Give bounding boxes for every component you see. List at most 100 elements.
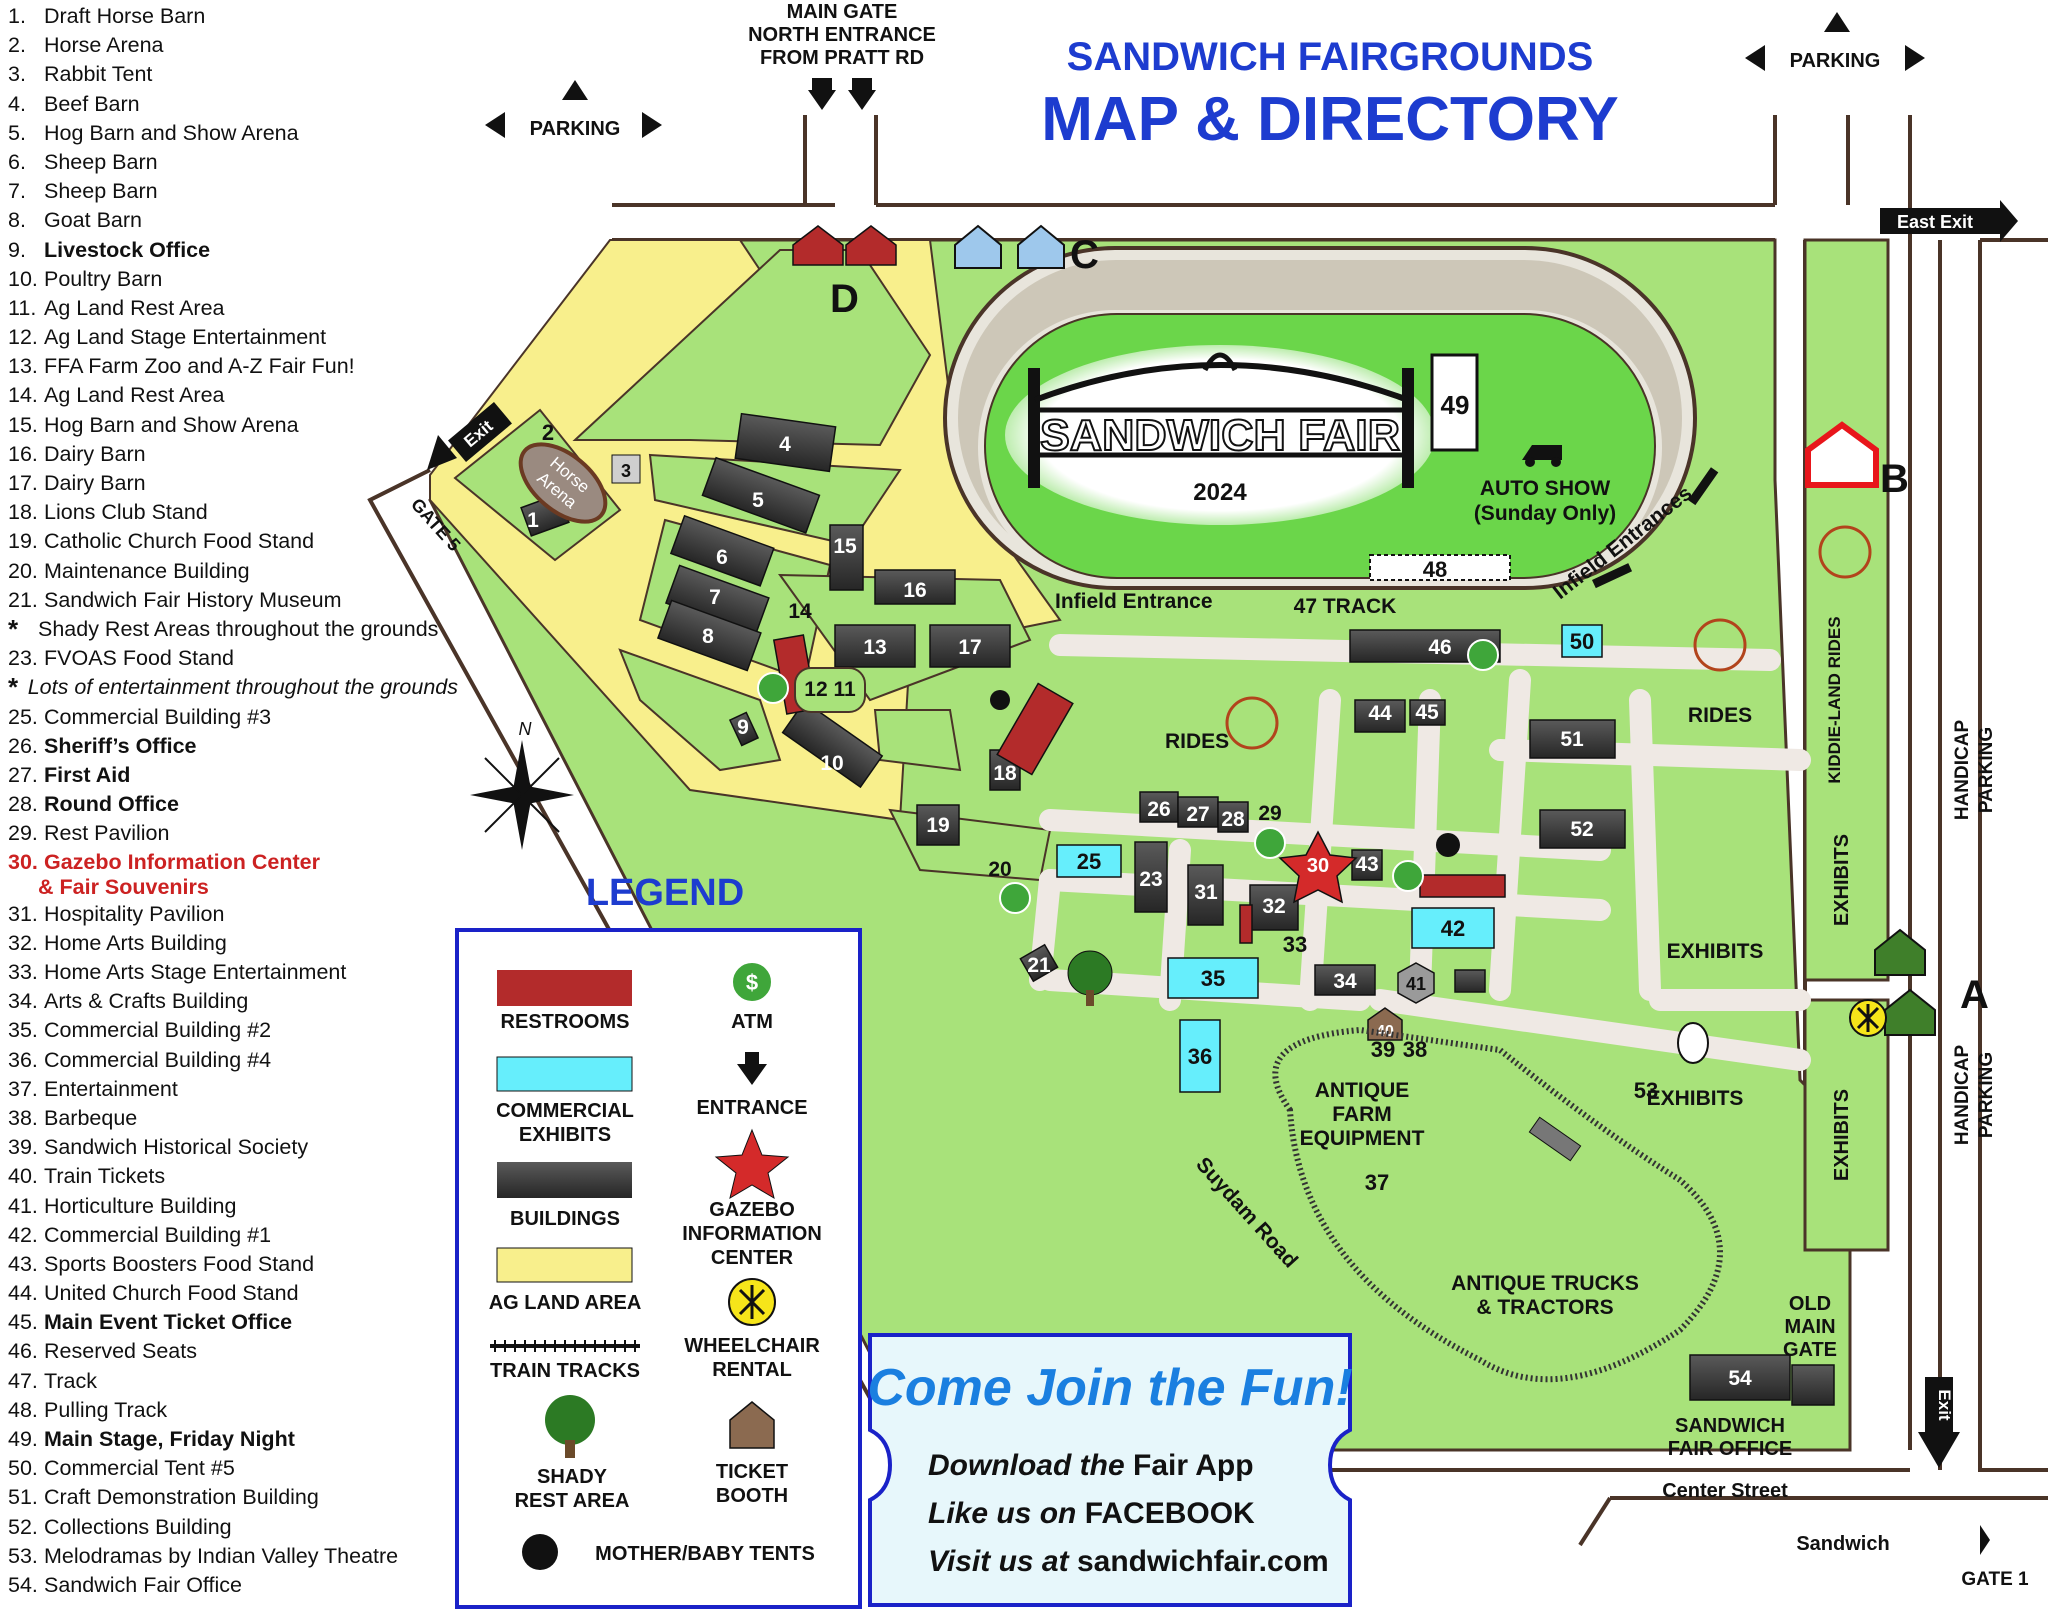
directory-number: 10. <box>8 266 38 291</box>
building-41 <box>1397 962 1435 1004</box>
directory-label: United Church Food Stand <box>44 1281 299 1306</box>
directory-number: * <box>8 672 19 703</box>
sign-name: SANDWICH FAIR <box>1040 411 1400 460</box>
directory-label: Sports Boosters Food Stand <box>44 1251 315 1276</box>
legend-restrooms: RESTROOMS <box>501 1011 630 1033</box>
directory-item: 26.Sheriff’s Office <box>8 732 458 761</box>
directory-item: 36.Commercial Building #4 <box>8 1046 458 1075</box>
directory-label: Rabbit Tent <box>44 62 153 87</box>
svg-text:50: 50 <box>1570 629 1594 654</box>
svg-text:52: 52 <box>1570 818 1593 841</box>
directory-number: 49. <box>8 1427 38 1451</box>
directory-item: 31.Hospitality Pavilion <box>8 900 458 929</box>
directory-item: 1.Draft Horse Barn <box>8 2 458 31</box>
directory-number: 43. <box>8 1251 38 1276</box>
handicap-parking-1a: HANDICAP <box>1952 720 1973 821</box>
antique-farm-1: ANTIQUE <box>1315 1079 1410 1102</box>
directory-number: 27. <box>8 762 38 787</box>
directory-number: 4. <box>8 91 26 116</box>
directory-number: 42. <box>8 1222 38 1247</box>
svg-text:15: 15 <box>833 535 857 558</box>
directory-item: 39.Sandwich Historical Society <box>8 1133 458 1162</box>
directory-number: 31. <box>8 901 38 926</box>
shady-tree <box>1067 950 1113 1006</box>
svg-text:36: 36 <box>1188 1044 1212 1069</box>
gazebo-star <box>1278 830 1358 904</box>
east-exit-label: East Exit <box>1897 212 1973 232</box>
grass-kiddie <box>1803 238 1890 982</box>
svg-text:29: 29 <box>1258 802 1281 825</box>
directory-label: Rest Pavilion <box>44 821 170 846</box>
directory-label: Ag Land Stage Entertainment <box>44 325 327 350</box>
directory-item: 49.Main Stage, Friday Night <box>8 1425 458 1454</box>
legend-gazebo-3: CENTER <box>711 1247 794 1269</box>
legend-swatches: $ <box>490 961 790 1570</box>
directory-item: 18.Lions Club Stand <box>8 498 458 527</box>
fair-office-1: SANDWICH <box>1675 1415 1785 1437</box>
legend-mother-baby: MOTHER/BABY TENTS <box>595 1543 815 1565</box>
svg-text:4: 4 <box>779 433 791 456</box>
directory-number: 40. <box>8 1164 38 1189</box>
legend-wheelchair-1: WHEELCHAIR <box>684 1335 820 1357</box>
promo-headline: Come Join the Fun! <box>867 1359 1352 1417</box>
directory-number: 8. <box>8 208 26 233</box>
directory-label: Commercial Tent #5 <box>44 1456 235 1481</box>
buildings-dark <box>520 412 1835 1406</box>
directory-number: 38. <box>8 1105 38 1130</box>
directory-item: 6.Sheep Barn <box>8 148 458 177</box>
svg-text:26: 26 <box>1147 798 1170 821</box>
legend-atm: ATM <box>731 1011 773 1033</box>
directory-label: Commercial Building #4 <box>44 1047 272 1072</box>
directory-label: Lots of entertainment throughout the gro… <box>27 675 458 700</box>
gate-d: D <box>830 277 859 321</box>
svg-text:3: 3 <box>621 461 631 481</box>
legend-buildings: BUILDINGS <box>510 1208 620 1230</box>
directory-number: 34. <box>8 989 38 1014</box>
directory-label: Track <box>44 1368 97 1393</box>
directory-label: Sandwich Historical Society <box>44 1135 309 1160</box>
directory-label: Home Arts Building <box>44 930 227 955</box>
grass-east-exhibits <box>1803 998 1890 1252</box>
directory-item: 40.Train Tickets <box>8 1162 458 1191</box>
legend-ag-land: AG LAND AREA <box>489 1292 642 1314</box>
directory-number: 32. <box>8 930 38 955</box>
directory-label: Entertainment <box>44 1076 178 1101</box>
directory-number: 29. <box>8 821 38 846</box>
directory-label: Hog Barn and Show Arena <box>44 412 299 437</box>
directory-item: 16.Dairy Barn <box>8 440 458 469</box>
directory-label: Reserved Seats <box>44 1339 197 1364</box>
directory-label: Catholic Church Food Stand <box>44 529 315 554</box>
svg-text:5: 5 <box>752 489 764 512</box>
directory-number: 17. <box>8 471 38 495</box>
parking-west: PARKING <box>530 118 621 140</box>
directory-item: 17.Dairy Barn <box>8 469 458 498</box>
directory-label: Craft Demonstration Building <box>44 1485 319 1510</box>
directory-label: Horse Arena <box>44 33 164 58</box>
auto-show: AUTO SHOW (Sunday Only) <box>1474 445 1616 525</box>
promo-ticket[interactable] <box>868 1333 1352 1607</box>
directory-item: 12.Ag Land Stage Entertainment <box>8 323 458 352</box>
directory-label: Livestock Office <box>44 237 211 262</box>
directory-number: 28. <box>8 792 38 817</box>
directory-label: Melodramas by Indian Valley Theatre <box>44 1543 399 1568</box>
directory-item: 53.Melodramas by Indian Valley Theatre <box>8 1542 458 1571</box>
horse-arena <box>518 442 608 524</box>
antique-farm-2: FARM <box>1332 1103 1392 1126</box>
directory-item: 45.Main Event Ticket Office <box>8 1308 458 1337</box>
svg-text:32: 32 <box>1262 895 1285 918</box>
commercial-exhibits <box>1056 624 1603 1093</box>
directory-number: 53. <box>8 1543 38 1568</box>
infield-entrance-label: Infield Entrance <box>1055 590 1213 613</box>
svg-text:6: 6 <box>716 546 728 569</box>
svg-text:39: 39 <box>1371 1037 1395 1062</box>
svg-text:38: 38 <box>1403 1037 1427 1062</box>
directory-label: Gazebo Information Center <box>44 850 320 875</box>
directory-label: Dairy Barn <box>44 471 146 495</box>
directory-label: Commercial Building #1 <box>44 1222 272 1247</box>
directory-item: 52.Collections Building <box>8 1513 458 1542</box>
building-12-11 <box>794 667 866 713</box>
directory-number: 21. <box>8 587 38 612</box>
directory-item: 15.Hog Barn and Show Arena <box>8 411 458 440</box>
directory-item: 38.Barbeque <box>8 1104 458 1133</box>
